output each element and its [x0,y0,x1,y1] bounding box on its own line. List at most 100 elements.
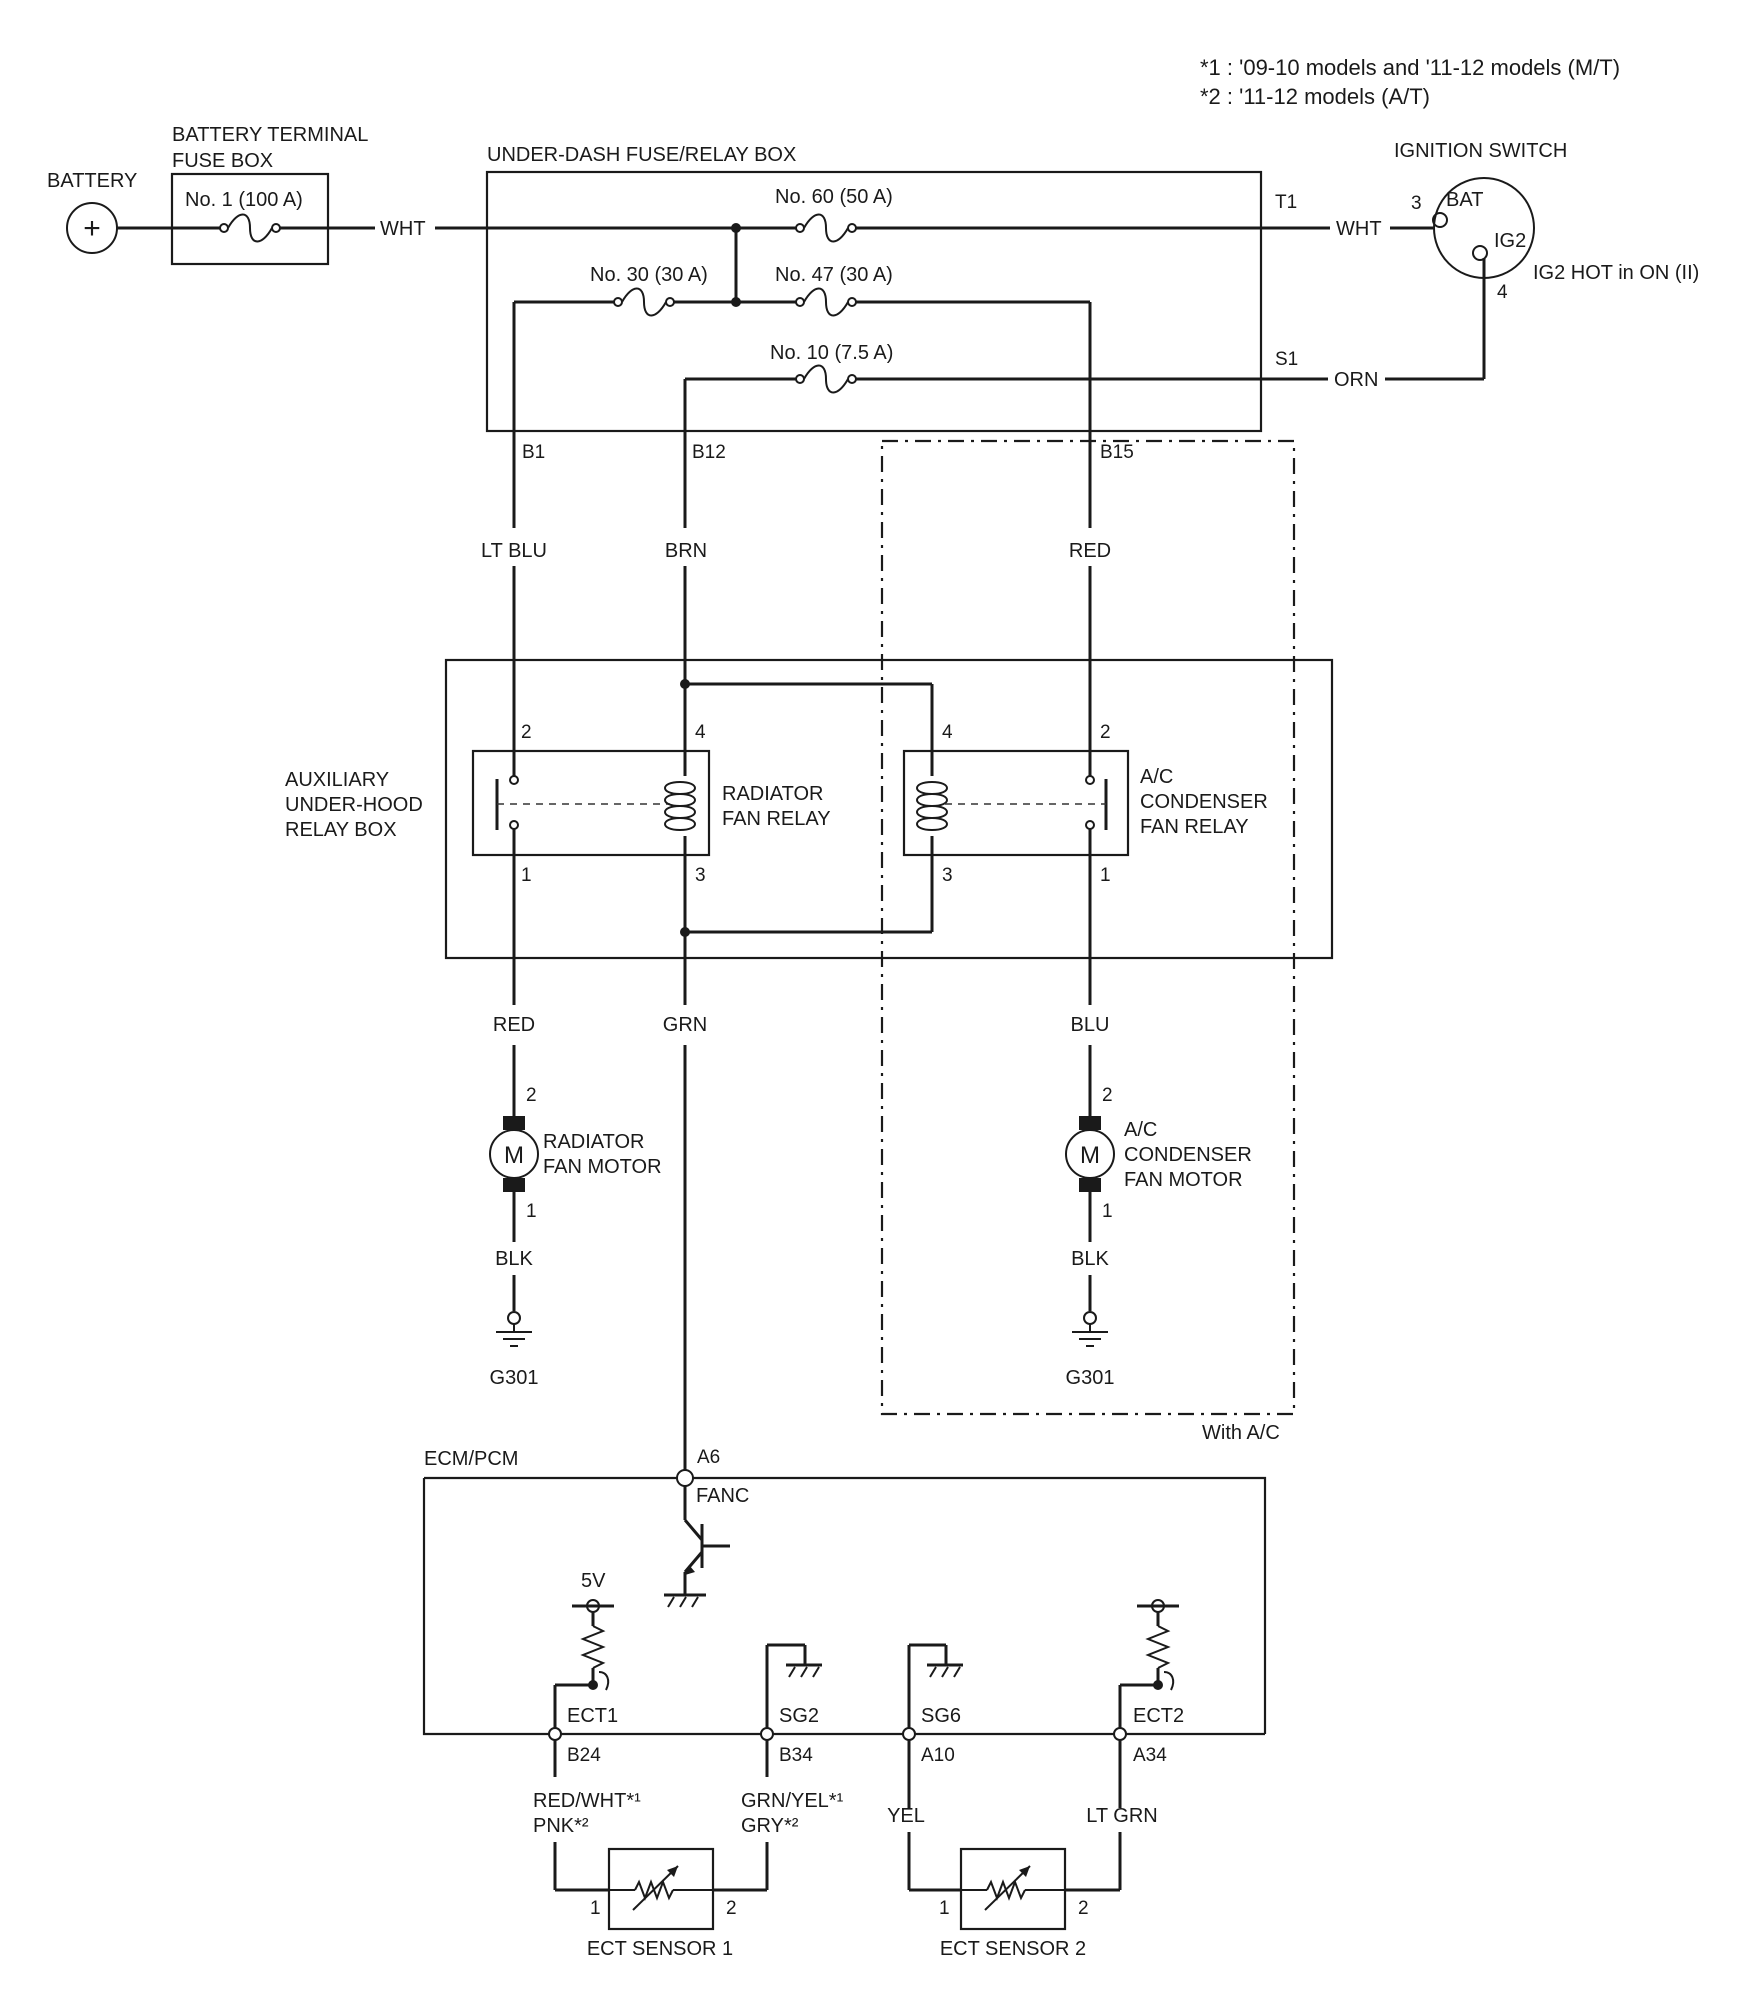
ground-right-icon [1072,1311,1108,1347]
sensor-1-pin-1: 1 [590,1898,601,1919]
rad-motor-label-1: RADIATOR [543,1131,645,1153]
ecm-box [422,1478,1265,1736]
ac-motor-label-1: A/C [1124,1119,1157,1141]
sensor-1-pin-2: 2 [726,1898,737,1919]
wire-pnk: PNK*² [533,1815,589,1837]
pin-b15: B15 [1100,442,1134,463]
ecm-sg6: SG6 [921,1705,961,1727]
fuse-30-label: No. 30 (30 A) [590,264,708,286]
rad-relay-pin-4: 4 [695,722,706,743]
ground-left-label: G301 [490,1367,539,1389]
fuse-30-icon [613,287,675,317]
ecm-pin-a6: A6 [697,1447,720,1468]
ac-motor-symbol: M [1080,1142,1100,1169]
fuse-10-label: No. 10 (7.5 A) [770,342,893,364]
fuse-10-icon [795,364,857,394]
ac-relay-pin-2: 2 [1100,722,1111,743]
wire-gry: GRY*² [741,1815,799,1837]
sg6-ground-icon [927,1645,963,1678]
battery-symbol: + [83,212,101,245]
ignition-pin-3: 3 [1411,193,1422,214]
wire-brn: BRN [665,540,707,562]
ect-sensor-2-label: ECT SENSOR 2 [940,1938,1086,1960]
fuse-1-icon [219,213,281,243]
wire-blu: BLU [1071,1014,1110,1036]
ecm-sg2: SG2 [779,1705,819,1727]
note-1: *1 : '09-10 models and '11-12 models (M/… [1200,55,1620,80]
fuse-60-icon [795,213,857,243]
wire-blk-left: BLK [495,1248,533,1270]
note-2: *2 : '11-12 models (A/T) [1200,84,1430,109]
ecm-pin-a10: A10 [921,1745,955,1766]
ecm-pin-b34: B34 [779,1745,813,1766]
wire-red-mid: RED [493,1014,535,1036]
battery-fuse-box [170,172,330,266]
ignition-switch [1433,177,1535,279]
fuse-47-label: No. 47 (30 A) [775,264,893,286]
sensor-2-pin-2: 2 [1078,1898,1089,1919]
ecm-label: ECM/PCM [424,1448,518,1470]
radiator-relay-coil-icon [664,781,696,831]
with-ac-label: With A/C [1202,1422,1280,1444]
ecm-fanc: FANC [696,1485,749,1507]
under-dash-fuse-relay-box [485,170,1263,433]
battery-fuse-box-label-1: BATTERY TERMINAL [172,124,368,146]
fuse-47-icon [795,287,857,317]
radiator-relay-label-1: RADIATOR [722,783,824,805]
sg2-ground-icon [786,1645,822,1678]
ecm-5v: 5V [581,1570,606,1592]
relay-box-label-1: AUXILIARY [285,769,389,791]
wire-grn: GRN [663,1014,707,1036]
relay-box-label-2: UNDER-HOOD [285,794,423,816]
ecm-ect2: ECT2 [1133,1705,1184,1727]
wire-red-wht: RED/WHT*¹ [533,1790,641,1812]
battery: + [66,202,118,254]
ground-left-icon [496,1311,532,1347]
pin-s1: S1 [1275,349,1298,370]
rad-motor-label-2: FAN MOTOR [543,1156,662,1178]
ac-relay-label-1: A/C [1140,766,1173,788]
radiator-fan-relay [471,749,711,857]
wire-lt-grn: LT GRN [1086,1805,1158,1827]
ac-condenser-fan-relay [902,749,1130,857]
ect-sensor-1-thermistor-icon [609,1865,713,1911]
pin-t1: T1 [1275,192,1297,213]
battery-label: BATTERY [47,170,137,192]
ect-sensor-2-thermistor-icon [961,1865,1065,1911]
ac-relay-pin-1: 1 [1100,865,1111,886]
under-dash-label: UNDER-DASH FUSE/RELAY BOX [487,144,796,166]
wire-lt-blu: LT BLU [481,540,547,562]
sensor-2-pin-1: 1 [939,1898,950,1919]
ground-right-label: G301 [1066,1367,1115,1389]
wire-wht-2: WHT [1336,218,1382,240]
ect2-pullup-resistor-icon [1137,1599,1179,1691]
fuse-1-label: No. 1 (100 A) [185,189,303,211]
ac-relay-pin-4: 4 [942,722,953,743]
fanc-transistor-icon [664,1486,730,1608]
rad-relay-pin-1: 1 [521,865,532,886]
auxiliary-relay-box [444,658,1334,960]
ignition-switch-label: IGNITION SWITCH [1394,140,1567,162]
rad-motor-pin-1: 1 [526,1201,537,1222]
pin-b12: B12 [692,442,726,463]
ac-motor-label-3: FAN MOTOR [1124,1169,1243,1191]
rad-motor-pin-2: 2 [526,1085,537,1106]
radiator-relay-label-2: FAN RELAY [722,808,831,830]
ecm-ect1: ECT1 [567,1705,618,1727]
ignition-hot-label: IG2 HOT in ON (II) [1533,262,1699,284]
rad-motor-symbol: M [504,1142,524,1169]
rad-relay-pin-3: 3 [695,865,706,886]
relay-box-label-3: RELAY BOX [285,819,397,841]
wire-wht-1: WHT [380,218,426,240]
ac-motor-label-2: CONDENSER [1124,1144,1252,1166]
ecm-pin-b24: B24 [567,1745,601,1766]
ac-relay-label-2: CONDENSER [1140,791,1268,813]
wire-red-top: RED [1069,540,1111,562]
ignition-bat: BAT [1446,189,1483,211]
ect-sensor-1-label: ECT SENSOR 1 [587,1938,733,1960]
wire-orn: ORN [1334,369,1378,391]
wire-grn-yel: GRN/YEL*¹ [741,1790,844,1812]
wire-yel: YEL [887,1805,925,1827]
ac-relay-coil-icon [916,781,948,831]
